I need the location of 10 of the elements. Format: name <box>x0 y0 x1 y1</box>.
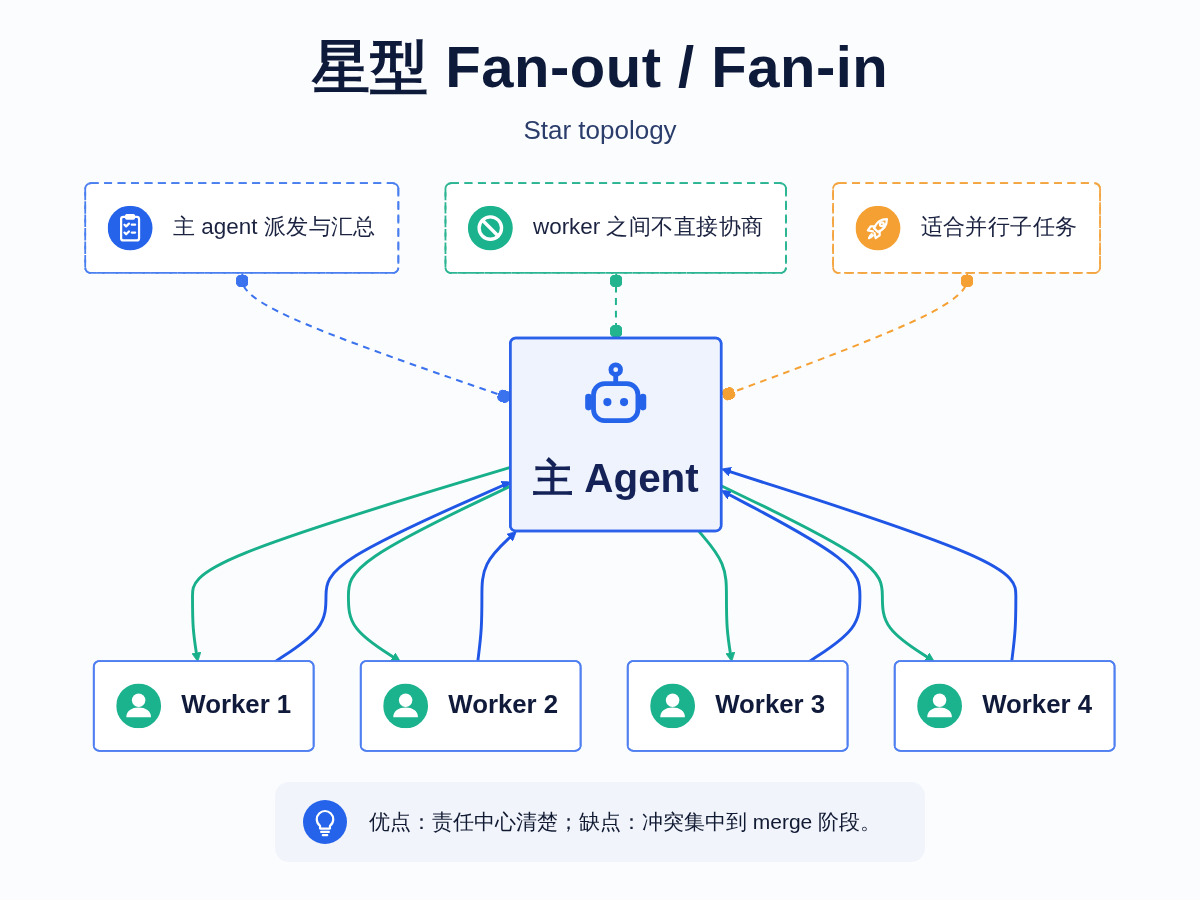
connector <box>609 273 624 339</box>
arrow <box>698 530 736 663</box>
arrow <box>721 484 935 663</box>
connector <box>721 273 974 401</box>
arrow <box>721 467 1018 662</box>
note-text: 优点：责任中心清楚；缺点：冲突集中到 merge 阶段。 <box>368 809 882 836</box>
arrow <box>476 531 517 662</box>
arrow <box>721 490 862 663</box>
subtitle: Star topology <box>523 114 677 146</box>
title: 星型 Fan-out / Fan-in <box>311 34 889 101</box>
